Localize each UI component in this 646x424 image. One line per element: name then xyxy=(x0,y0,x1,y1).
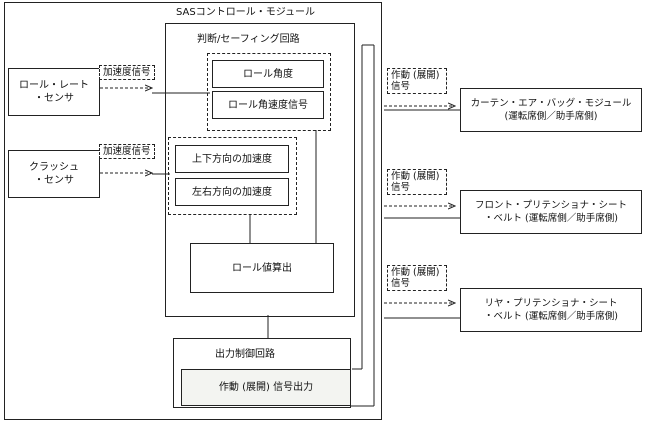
acceleration-group xyxy=(168,137,297,215)
judgment-circuit-title: 判断/セーフィング回路 xyxy=(197,34,300,45)
roll-angle-box: ロール角度 xyxy=(212,60,324,88)
sas-control-module xyxy=(4,2,382,420)
deployment-signal-label-1: 作動 (展開) 信号 xyxy=(387,68,447,94)
sas-module-title: SASコントロール・モジュール xyxy=(176,7,316,18)
roll-signal-group xyxy=(207,53,331,131)
deployment-signal-output: 作動 (展開) 信号出力 xyxy=(181,369,351,406)
roll-rate-sensor: ロール・レート ・センサ xyxy=(8,68,100,116)
curtain-airbag-module: カーテン・エア・バッグ・モジュール (運転席側／助手席側) xyxy=(460,88,642,132)
roll-value-calculation: ロール値算出 xyxy=(190,243,334,293)
lateral-acceleration-box: 左右方向の加速度 xyxy=(175,178,289,206)
roll-rate-sensor-label: ロール・レート ・センサ xyxy=(19,80,89,104)
deployment-signal-label-2: 作動 (展開) 信号 xyxy=(387,169,447,195)
rear-pretensioner-seatbelt: リヤ・プリテンショナ・シート ・ベルト (運転席側／助手席側) xyxy=(460,288,642,332)
deployment-signal-label-3: 作動 (展開) 信号 xyxy=(387,265,447,291)
roll-rate-signal-label: 加速度信号 xyxy=(99,65,155,80)
judgment-safing-circuit xyxy=(165,23,355,317)
crash-signal-label: 加速度信号 xyxy=(99,144,155,159)
output-circuit-title: 出力制御回路 xyxy=(215,349,275,360)
vertical-acceleration-box: 上下方向の加速度 xyxy=(175,145,289,173)
roll-angular-rate-box: ロール角速度信号 xyxy=(212,91,324,119)
crash-sensor: クラッシュ ・センサ xyxy=(8,150,100,198)
crash-sensor-label: クラッシュ ・センサ xyxy=(29,162,79,186)
front-pretensioner-seatbelt: フロント・プリテンショナ・シート ・ベルト (運転席側／助手席側) xyxy=(460,190,642,234)
